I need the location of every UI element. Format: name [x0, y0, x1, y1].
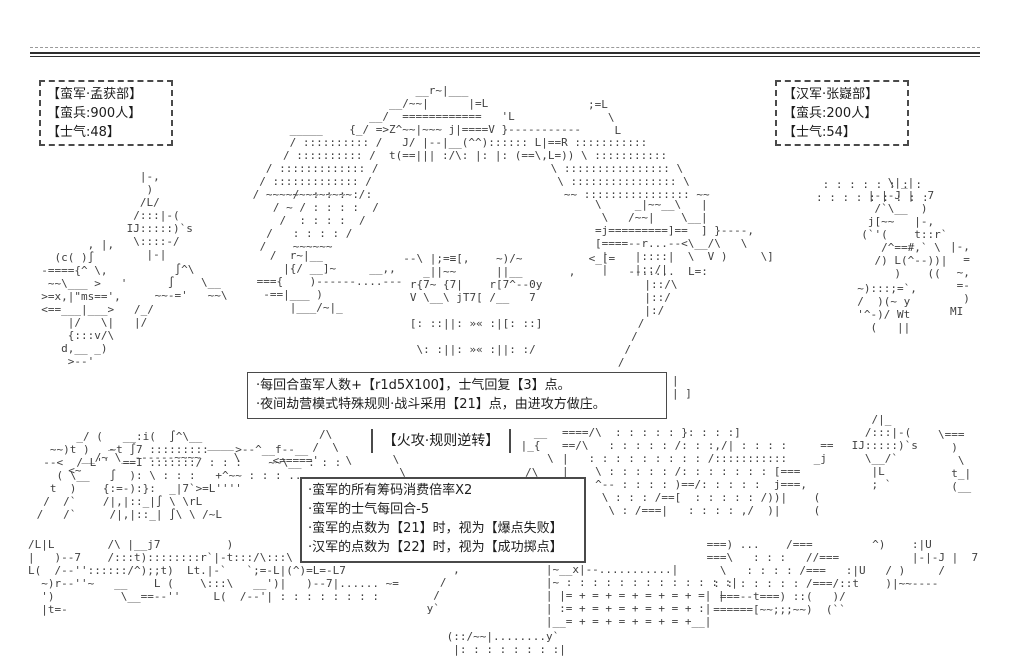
ascii-art-right-tree-base: ~):::;=`, / )(~ y '^-)/ Wt ( ||: [857, 282, 917, 334]
ascii-art-war-machine: \ _|~~__\ | \ /~~| \__| =j=========]== ]…: [595, 198, 774, 276]
han-army-stats-panel: 【汉军·张嶷部】 【蛮兵:200人】 【士气:54】: [775, 80, 909, 146]
ascii-art-top-right-deco: ;=L \ L: [588, 98, 622, 137]
ascii-art-slopes: / ::::::::::::: / \ :::::::::::::::: \ /…: [252, 162, 710, 201]
ascii-art-bottom-right-band: ===) ... /=== ^) :|U ===\ : : : //=== |-…: [706, 538, 979, 616]
ascii-art-banner-right: __ |_{ \: [520, 426, 554, 465]
ascii-art-right-tree-2: /|_ /:::|-( IJ:::::)`s \__/` |L ; `: [851, 413, 918, 491]
ascii-art-crossed-fighters: --\ |;=≡[, ~)/~ <_[= _||~~ ||__ , --....…: [403, 252, 708, 356]
ascii-art-left-slope: / : : : : : / ~ / : : : : / / : : : : / …: [259, 188, 379, 253]
ascii-art-mountain: __r~|___ __/~~| |=L __/ ============ 'L …: [283, 84, 668, 162]
ascii-art-machine-legs: |::/\ |::/ |:/ / / / /: [617, 278, 678, 369]
ascii-art-right-dots: : : : : : : : : : : : : : : : : :: [816, 178, 929, 204]
ascii-art-left-fighters: , |, (c( )∫ -===={^ \, ~~\___ > ' >=x,|"…: [41, 238, 154, 368]
barbarian-army-stats-panel: 【蛮军·孟获部】 【蛮兵:900人】 【士气:48】: [39, 80, 173, 146]
ascii-art-right-tree: \|_| |-|-J | 7 /`\__ ) j[~~ |-, (`'( t::…: [861, 176, 948, 280]
ascii-art-bottom-boxes: (::/~~|........y` |: : : : : : : :|: [446, 630, 566, 656]
top-divider-thin: [30, 56, 980, 57]
ascii-art-left-hut: ∫^\ ∫ \__ ~~-=' ~~\: [154, 263, 228, 302]
night-raid-rules-panel: ·每回合蛮军人数+【r1d5X100】，士气回复【3】点。 ·夜间劫营模式特殊规…: [247, 372, 667, 419]
ascii-art-left-house: / r~|__ |{/ __]~ __,, ==={ )------....--…: [256, 249, 403, 314]
fire-attack-rules-panel: ·蛮军的所有筹码消费倍率X2 ·蛮军的士气每回合-5 ·蛮军的点数为【21】时，…: [300, 477, 586, 563]
ascii-art-rules-top-deco: | | ]: [672, 374, 692, 400]
ascii-art-mid-right-band: ====/\ : : : : : }: : : :] ==/\ : : : : …: [562, 426, 834, 517]
ascii-art-bottom-left-band: /L|L /\ |__j7 ) | )--7 /:::t)::::::::r`|…: [28, 538, 399, 616]
ascii-art-banner-left-ext: _ ____ __/~ \__------~~~~ \ <~: [68, 438, 241, 477]
ascii-art-bottom-center-box: , |~__x|--...........| / |~ : : : : : : …: [426, 563, 738, 628]
ascii-art-mid-left-band: _/ ( __:i( ∫^\__ ~~)t ) ~t ∫7 ::::::::: …: [36, 430, 342, 521]
ascii-art-far-right-band: \=== ) \ t_| (__: [938, 428, 972, 493]
ascii-art-right-edge: |-, = ~, =- ) MI: [950, 240, 970, 318]
ascii-art-left-tree: |-, ) /L/ /:::|-( IJ:::::)`s \::::-/ |-|: [126, 170, 193, 261]
top-divider-dashed: [30, 47, 980, 48]
ascii-art-banner-bottom: \ \__________________/\: [392, 453, 539, 479]
fire-attack-rule-banner: 【火攻·规则逆转】: [371, 429, 511, 453]
top-divider-bold: [30, 52, 980, 54]
ascii-art-banner-left: /\ / \ <=====' \: [272, 428, 353, 467]
